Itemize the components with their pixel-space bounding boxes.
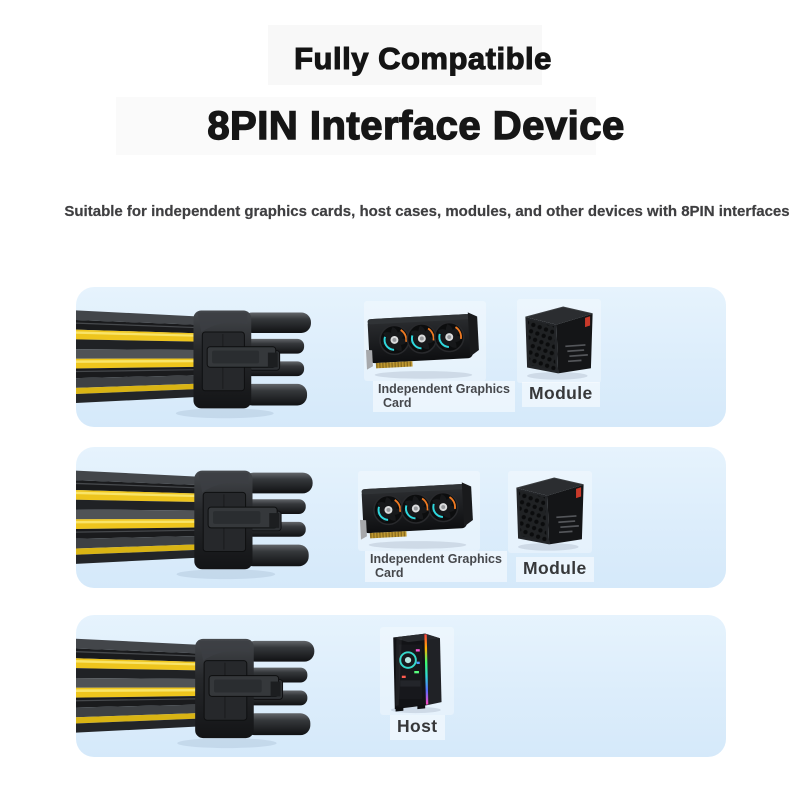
8pin-cable-connector-image [76,309,312,419]
module-image [508,471,592,553]
page-title: Fully Compatible [294,40,552,76]
graphics-card-label: Independent Graphics Card [373,381,515,412]
host-label: Host [390,715,445,740]
background-artifact-block [116,97,596,155]
page-heading: 8PIN Interface Device [207,103,625,148]
module-image [517,299,601,383]
background-artifact-block [268,25,542,85]
graphics-card-image [364,301,486,381]
host-tower-image [380,627,454,715]
page-description: Suitable for independent graphics cards,… [64,203,790,220]
8pin-cable-connector-image [76,638,315,749]
compatibility-panel-1: Independent Graphics Card Module [76,287,726,427]
8pin-cable-connector-image [76,470,314,580]
graphics-card-label-line1: Independent Graphics [378,382,510,396]
graphics-card-label: Independent Graphics Card [365,551,507,582]
compatibility-panel-2: Independent Graphics Card Module [76,447,726,588]
graphics-card-label-line2: Card [383,396,412,410]
compatibility-panel-3: Host [76,615,726,757]
graphics-card-label-line2: Card [375,566,404,580]
module-label: Module [522,382,600,407]
graphics-card-label-line1: Independent Graphics [370,552,502,566]
graphics-card-image [358,471,480,551]
module-label: Module [516,557,594,582]
